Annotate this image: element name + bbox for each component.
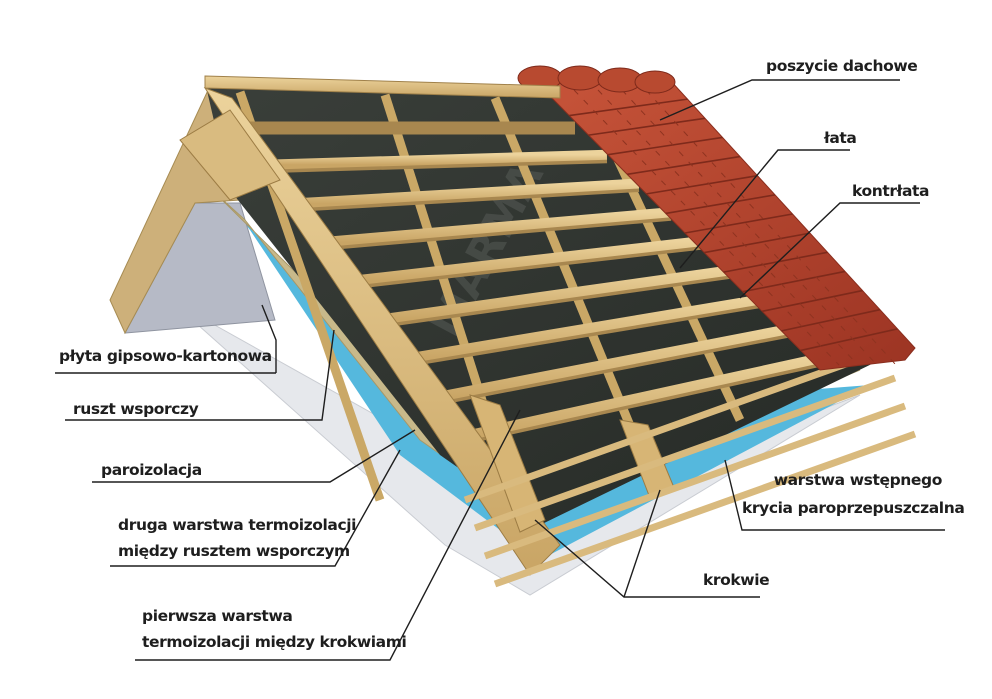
label-lata: łata (824, 129, 857, 147)
batten (406, 293, 768, 364)
label-plyta-gipsowo-kartonowa: płyta gipsowo-kartonowa (59, 347, 272, 365)
eave-slat (493, 430, 917, 588)
leader-lata (679, 149, 850, 269)
tile-course (781, 308, 881, 332)
label-warstwa-wstepnego-krycia: warstwa wstępnego krycia paroprzepuszcza… (742, 471, 965, 517)
leader-paroizolacja (92, 429, 416, 483)
batten (292, 178, 640, 209)
eave-slat (463, 346, 887, 504)
tile-course (684, 213, 793, 234)
tile-course (800, 328, 898, 352)
batten (320, 207, 672, 248)
ridge-board (204, 75, 561, 99)
batten (378, 264, 736, 325)
leader-pierwsza-warstwa (135, 409, 521, 661)
batten (349, 236, 704, 286)
leader-poszycie (659, 79, 900, 121)
leader-warstwa-wstepnego (724, 459, 945, 531)
tile-course (569, 98, 688, 117)
tile-course (607, 136, 723, 156)
label-poszycie-dachowe: poszycie dachowe (766, 57, 918, 75)
batten (435, 322, 800, 403)
tile-course (761, 289, 863, 313)
eave-slat (473, 374, 897, 532)
eave-slat (483, 402, 907, 560)
label-druga-warstwa: druga warstwa termoizolacji między ruszt… (118, 516, 357, 560)
tile-course (646, 174, 758, 195)
leader-kontrlata (739, 202, 920, 299)
label-krokwie: krokwie (703, 571, 770, 589)
tile-column (621, 89, 878, 366)
leader-krokwie-2 (623, 489, 661, 598)
batten (263, 149, 608, 170)
leader-druga-warstwa (110, 449, 401, 567)
leader-line (261, 304, 277, 373)
tile-courses (569, 89, 898, 366)
ridge-tiles (517, 65, 676, 94)
collar-beam (179, 109, 281, 201)
tile-course (704, 232, 811, 254)
tile-column (645, 89, 897, 366)
tile-course (742, 270, 846, 293)
rafters (179, 86, 917, 588)
leader-ruszt (65, 329, 335, 421)
tile-course (665, 194, 776, 215)
label-ruszt-wsporczy: ruszt wsporczy (73, 400, 199, 418)
batten (463, 351, 832, 441)
rafter-front (203, 86, 561, 576)
leader-lines (55, 79, 945, 661)
label-pierwsza-warstwa: pierwsza warstwa termoizolacji między kr… (142, 607, 407, 651)
tile-course (588, 117, 706, 136)
label-kontrlata: kontrłata (852, 182, 930, 200)
tile-course (627, 155, 741, 176)
battens (235, 121, 832, 445)
tile-course (723, 251, 828, 273)
label-paroizolacja: paroizolacja (101, 461, 202, 479)
